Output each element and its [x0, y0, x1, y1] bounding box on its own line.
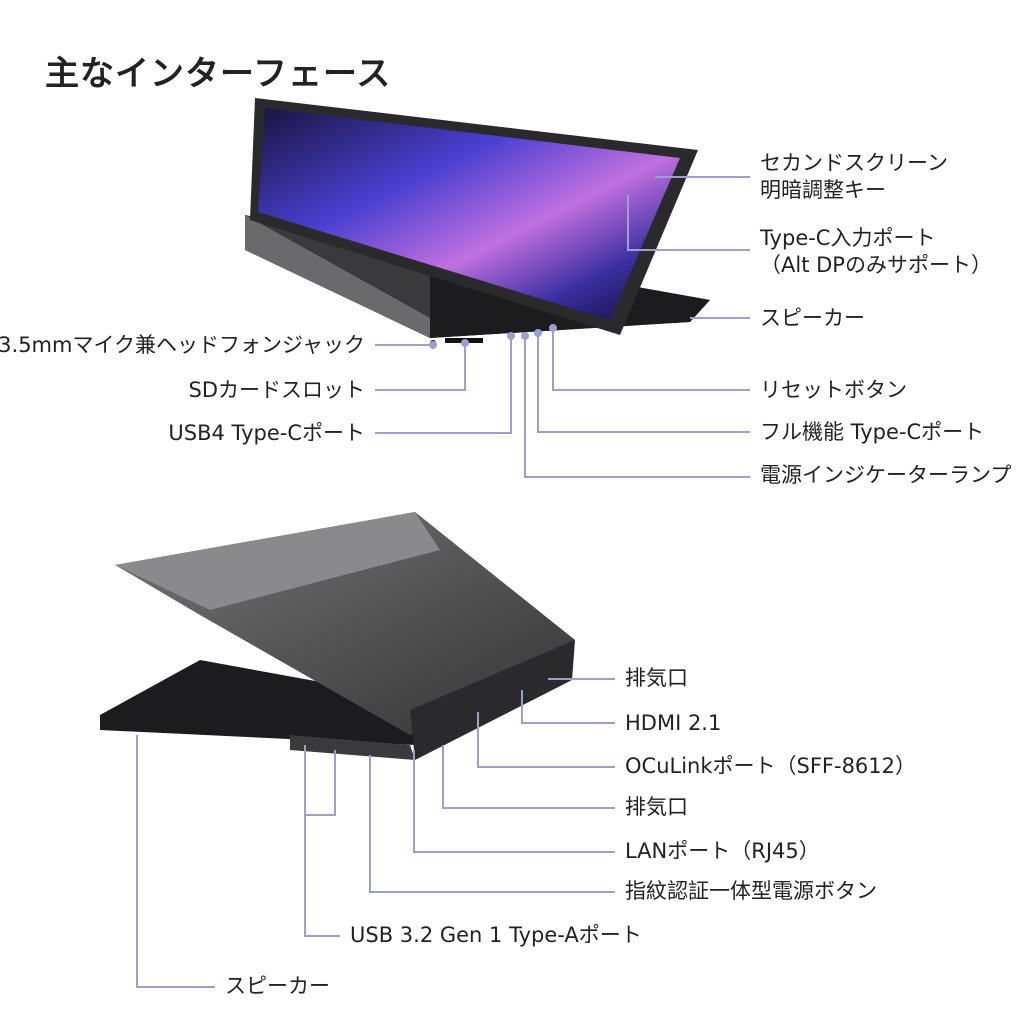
label-vent-1: 排気口 — [625, 666, 688, 690]
label-line: （Alt DPのみサポート） — [760, 253, 992, 277]
page-title: 主なインターフェース — [45, 54, 392, 94]
label-full-typec: フル機能 Type-Cポート — [760, 420, 985, 444]
label-sd-slot: SDカードスロット — [188, 378, 366, 402]
label-line: Type-C入力ポート — [760, 226, 936, 250]
callout-lines — [136, 176, 750, 988]
laptop-rear-view — [100, 512, 575, 760]
label-speaker-top: スピーカー — [760, 306, 865, 330]
label-reset: リセットボタン — [760, 378, 907, 402]
label-speaker-bottom: スピーカー — [225, 974, 330, 998]
laptop-front-view — [245, 98, 710, 346]
label-power-button: 指紋認証一体型電源ボタン — [625, 879, 877, 903]
label-oculink: OCuLinkポート（SFF-8612） — [625, 754, 917, 778]
label-vent-2: 排気口 — [625, 795, 688, 819]
label-line: 明暗調整キー — [760, 178, 886, 202]
label-typec-input: Type-C入力ポート （Alt DPのみサポート） — [760, 225, 992, 279]
label-second-screen-key: セカンドスクリーン 明暗調整キー — [760, 150, 948, 204]
label-usb-a: USB 3.2 Gen 1 Type-Aポート — [350, 923, 642, 947]
label-power-led: 電源インジケーターランプ — [760, 463, 1012, 487]
callout-dots — [429, 324, 557, 349]
label-audio-jack: 3.5mmマイク兼ヘッドフォンジャック — [0, 333, 365, 357]
label-line: セカンドスクリーン — [760, 151, 948, 175]
label-hdmi: HDMI 2.1 — [625, 711, 722, 735]
label-usb4: USB4 Type-Cポート — [168, 421, 365, 445]
label-lan: LANポート（RJ45） — [625, 839, 820, 863]
